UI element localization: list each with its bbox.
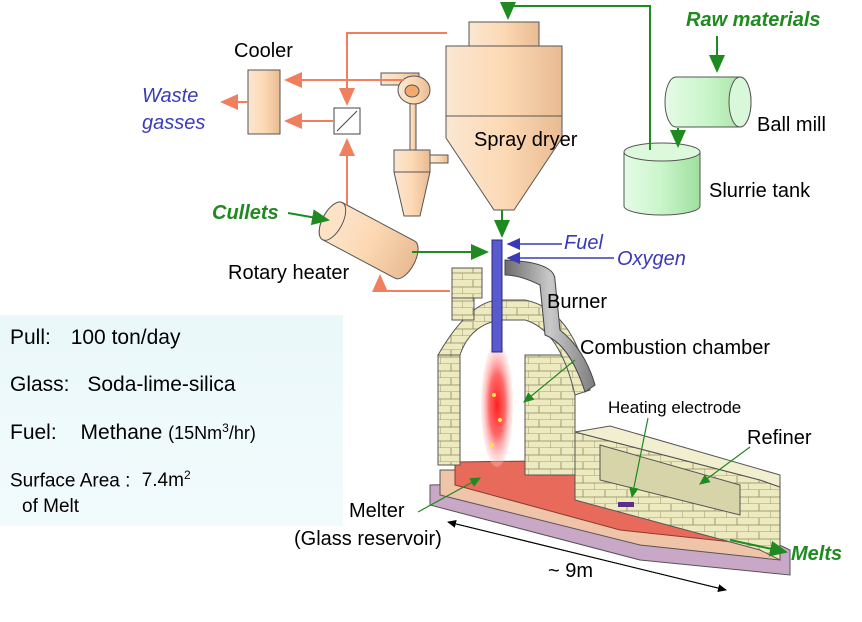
callout-leaders	[417, 359, 751, 513]
spec-surface-line-2: of Melt	[22, 496, 80, 517]
refiner-label: Refiner	[747, 427, 812, 449]
spec-fuel-rate-sup: 3	[222, 421, 229, 435]
cullets-label: Cullets	[212, 202, 279, 224]
spec-fuel-value: Methane	[80, 421, 163, 444]
waste-gasses-label-2: gasses	[142, 112, 206, 134]
slurrie-tank-label: Slurrie tank	[709, 180, 811, 202]
spec-fuel-rate: (15Nm3/hr)	[168, 421, 256, 443]
spec-surface-value: 7.4m	[141, 470, 184, 492]
exhaust-fan	[380, 72, 431, 105]
spec-surface: Surface Area : 7.4m2	[10, 468, 191, 492]
fuel-flow-lines	[506, 238, 614, 264]
gas-flow-lines	[220, 32, 450, 292]
furnace	[429, 259, 791, 576]
spec-fuel-rate-a: (15Nm	[168, 423, 223, 443]
rotary-heater-label: Rotary heater	[228, 262, 350, 284]
spec-glass-value: Soda-lime-silica	[87, 373, 236, 396]
spec-fuel-rate-b: /hr)	[228, 423, 256, 443]
cyclone	[393, 101, 449, 217]
melts-label: Melts	[791, 543, 843, 565]
spec-pull: Pull: 100 ton/day	[10, 326, 180, 350]
spec-pull-value: 100 ton/day	[70, 326, 181, 349]
material-flow-lines	[287, 2, 788, 557]
fuel-label: Fuel	[564, 232, 603, 254]
spray-dryer-label: Spray dryer	[474, 129, 578, 151]
melter-label: Melter	[349, 500, 405, 522]
spec-glass: Glass: Soda-lime-silica	[10, 373, 236, 397]
spec-fuel: Fuel: Methane (15Nm3/hr)	[10, 421, 256, 445]
combustion-chamber-label: Combustion chamber	[580, 337, 771, 359]
spray-dryer	[445, 21, 563, 211]
heating-electrode-label: Heating electrode	[608, 398, 742, 417]
raw-materials-label: Raw materials	[686, 9, 821, 31]
length-label: ~ 9m	[548, 560, 594, 582]
burner-lance	[491, 239, 503, 353]
spec-surface-label: Surface Area :	[10, 470, 131, 492]
oxygen-label: Oxygen	[617, 248, 686, 270]
spec-glass-label: Glass:	[10, 373, 70, 396]
rotary-heater	[318, 201, 419, 280]
glass-reservoir-label: (Glass reservoir)	[294, 528, 442, 550]
cooler-label: Cooler	[234, 40, 293, 62]
spec-surface-sup: 2	[183, 468, 191, 482]
ball-mill	[664, 76, 752, 128]
ball-mill-label: Ball mill	[757, 114, 826, 136]
dimension-line	[447, 520, 727, 592]
burner-label: Burner	[547, 291, 608, 313]
slurrie-tank	[623, 142, 701, 216]
spec-pull-label: Pull:	[10, 326, 51, 349]
cooler	[247, 69, 281, 135]
spec-panel: Pull: 100 ton/day Glass: Soda-lime-silic…	[0, 315, 343, 526]
filter	[333, 107, 361, 135]
spec-fuel-label: Fuel:	[10, 421, 57, 444]
waste-gasses-label-1: Waste	[142, 85, 199, 107]
